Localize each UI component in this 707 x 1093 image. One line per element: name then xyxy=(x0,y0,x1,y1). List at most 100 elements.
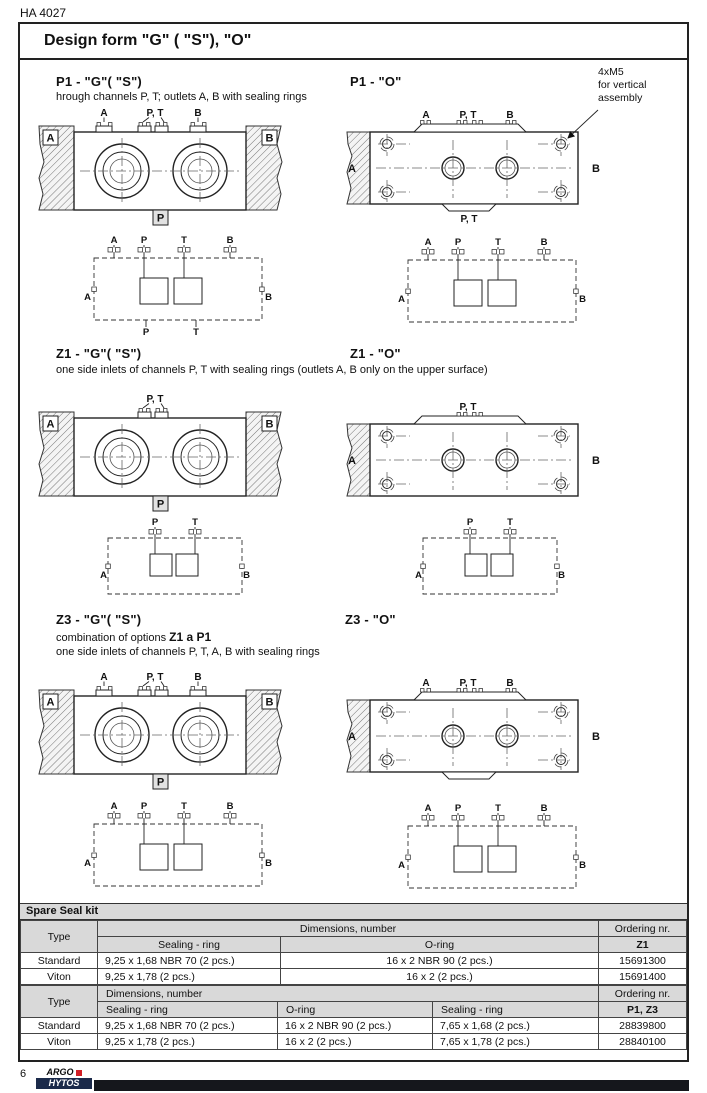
svg-text:P: P xyxy=(455,803,462,814)
svg-text:T: T xyxy=(181,801,187,812)
z1-gs-seal-schematic: P T A B xyxy=(100,517,250,595)
svg-text:A: A xyxy=(415,570,422,581)
page-frame: Design form "G" ( "S"), "O" P1 - "G"( "S… xyxy=(18,22,689,1062)
type-cell: Viton xyxy=(20,1033,98,1050)
svg-text:P: P xyxy=(141,801,148,812)
svg-text:T: T xyxy=(507,517,513,528)
z3-subtitle-2: one side inlets of channels P, T, A, B w… xyxy=(56,646,320,658)
p1-o-seal-schematic: A P T B A B xyxy=(398,237,586,323)
svg-text:A: A xyxy=(398,860,405,871)
o-ring-cell: 16 x 2 (2 pcs.) xyxy=(277,1033,433,1050)
z3-o-drawing: A B A P, T B xyxy=(346,678,600,780)
sealing-ring-2-cell: 7,65 x 1,68 (2 pcs.) xyxy=(431,1017,600,1034)
bottom-port-p-label: P xyxy=(157,499,164,511)
sealing-ring-header: Sealing - ring xyxy=(97,1001,278,1018)
svg-text:A: A xyxy=(111,235,118,246)
svg-text:A: A xyxy=(425,237,432,248)
port-label-pt: P, T xyxy=(459,678,476,689)
svg-text:B: B xyxy=(541,803,548,814)
svg-text:T: T xyxy=(193,327,199,338)
svg-text:B: B xyxy=(265,858,272,869)
port-label-b: B xyxy=(194,108,201,119)
svg-text:B: B xyxy=(243,570,250,581)
svg-text:P: P xyxy=(467,517,474,528)
side-label-a: A xyxy=(348,455,356,467)
argo-hytos-logo: ARGO HYTOS xyxy=(36,1067,92,1089)
side-label-b: B xyxy=(592,163,600,175)
plate-letter-a: A xyxy=(47,697,55,709)
logo-argo-row: ARGO xyxy=(36,1067,92,1078)
type-header: Type xyxy=(20,985,98,1018)
z3-subtitle-prefix: combination of options xyxy=(56,632,170,644)
p1-gs-seal-schematic: A P T B A B P T xyxy=(84,235,272,338)
sealing-ring-cell: 9,25 x 1,78 (2 pcs.) xyxy=(97,1033,278,1050)
sealing-ring-2-cell: 7,65 x 1,78 (2 pcs.) xyxy=(431,1033,600,1050)
right-end-plate xyxy=(245,689,283,775)
port-label-a: A xyxy=(422,110,429,121)
z1-o-seal-schematic: P T A B xyxy=(415,517,565,595)
right-end-plate xyxy=(245,125,283,211)
assembly-annotation: 4xM5 for vertical assembly xyxy=(598,66,676,105)
ordering-variant: P1, Z3 xyxy=(598,1001,687,1018)
svg-text:P: P xyxy=(152,517,159,528)
footer-bar xyxy=(94,1080,689,1091)
svg-text:B: B xyxy=(227,801,234,812)
plate-letter-b: B xyxy=(266,697,274,709)
type-cell: Viton xyxy=(20,968,98,985)
port-label-pt: P, T xyxy=(459,110,476,121)
table-row: Standard 9,25 x 1,68 NBR 70 (2 pcs.) 16 … xyxy=(20,1017,687,1034)
svg-text:B: B xyxy=(579,860,586,871)
bottom-label-pt: P, T xyxy=(460,214,477,225)
ordering-nr-cell: 28840100 xyxy=(598,1033,687,1050)
z1-o-drawing: A B P, T xyxy=(346,402,600,497)
o-ring-header: O-ring xyxy=(277,1001,433,1018)
ordering-nr-cell: 15691400 xyxy=(598,968,687,985)
z3-o-title: Z3 - "O" xyxy=(345,612,396,627)
seal-table-z1: Type Dimensions, number Ordering nr. Sea… xyxy=(20,920,687,985)
o-ring-header: O-ring xyxy=(279,936,600,953)
side-label-a: A xyxy=(348,163,356,175)
port-label-b: B xyxy=(506,110,513,121)
svg-text:A: A xyxy=(84,858,91,869)
seal-table-p1-z3: Type Dimensions, number Ordering nr. Sea… xyxy=(20,985,687,1050)
svg-text:B: B xyxy=(558,570,565,581)
sealing-ring-cell: 9,25 x 1,68 NBR 70 (2 pcs.) xyxy=(97,952,281,969)
side-label-b: B xyxy=(592,455,600,467)
o-ring-cell: 16 x 2 (2 pcs.) xyxy=(279,968,600,985)
z1-subtitle: one side inlets of channels P, T with se… xyxy=(56,364,488,376)
logo-hytos-text: HYTOS xyxy=(36,1078,92,1089)
z3-subtitle-1: combination of options Z1 a P1 xyxy=(56,630,211,644)
plate-letter-a: A xyxy=(47,419,55,431)
o-ring-cell: 16 x 2 NBR 90 (2 pcs.) xyxy=(277,1017,433,1034)
port-label-pt: P, T xyxy=(459,402,476,413)
p1-gs-drawing: A B P A P, T B xyxy=(38,108,283,226)
dimensions-header: Dimensions, number xyxy=(96,985,600,1002)
plate-letter-a: A xyxy=(47,133,55,145)
type-header: Type xyxy=(20,920,98,953)
sealing-ring-cell: 9,25 x 1,78 (2 pcs.) xyxy=(97,968,281,985)
z3-o-seal-schematic: A P T B A B xyxy=(398,803,586,889)
port-label-a: A xyxy=(100,108,107,119)
p1-o-drawing: A B A P, T B P, T xyxy=(346,109,600,225)
spare-seal-kit-section: Spare Seal kit Type Dimensions, number O… xyxy=(20,903,687,1050)
side-label-b: B xyxy=(592,731,600,743)
ordering-nr-cell: 28839800 xyxy=(598,1017,687,1034)
dimensions-header: Dimensions, number xyxy=(96,920,600,937)
plate-letter-b: B xyxy=(266,133,274,145)
bottom-port-p-label: P xyxy=(157,777,164,789)
z3-gs-title: Z3 - "G"( "S") xyxy=(56,612,142,627)
ordering-variant: Z1 xyxy=(598,936,687,953)
ordering-header: Ordering nr. xyxy=(598,920,687,937)
z1-gs-title: Z1 - "G"( "S") xyxy=(56,346,142,361)
p1-subtitle: hrough channels P, T; outlets A, B with … xyxy=(56,91,307,103)
port-label-a: A xyxy=(100,672,107,683)
ordering-header: Ordering nr. xyxy=(598,985,687,1002)
svg-text:A: A xyxy=(100,570,107,581)
svg-text:T: T xyxy=(192,517,198,528)
port-label-pt: P, T xyxy=(146,108,163,119)
z3-gs-seal-schematic: A P T B A B xyxy=(84,801,272,887)
z1-gs-drawing: A B P P, T xyxy=(38,394,283,512)
sealing-ring-cell: 9,25 x 1,68 NBR 70 (2 pcs.) xyxy=(97,1017,278,1034)
table-row: Viton 9,25 x 1,78 (2 pcs.) 16 x 2 (2 pcs… xyxy=(20,1033,687,1050)
port-label-b: B xyxy=(506,678,513,689)
